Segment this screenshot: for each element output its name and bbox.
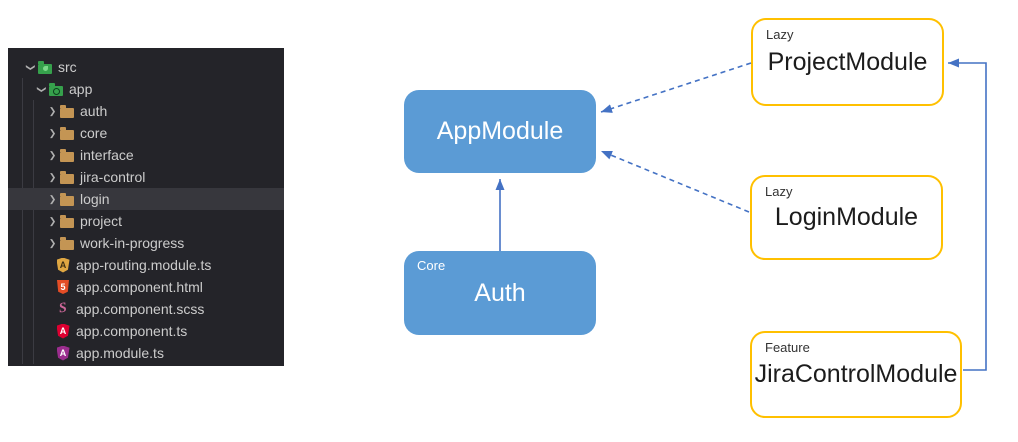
node-label: LoginModule: [774, 203, 919, 231]
node-label: AppModule: [436, 117, 564, 145]
chevron-right-icon[interactable]: [46, 194, 59, 205]
tree-item-app-component-html[interactable]: app.component.html: [8, 276, 284, 298]
sass-file-icon: [55, 301, 71, 317]
tree-item-label: work-in-progress: [80, 235, 185, 251]
folder-icon: [59, 235, 75, 251]
chevron-right-icon[interactable]: [46, 150, 59, 161]
tree-item-login[interactable]: login: [8, 188, 284, 210]
file-explorer-panel: src app auth core interface jira-control: [8, 48, 284, 366]
chevron-right-icon[interactable]: [46, 216, 59, 227]
tree-item-app-routing-module[interactable]: app-routing.module.ts: [8, 254, 284, 276]
tree-item-app[interactable]: app: [8, 78, 284, 100]
tree-item-label: app.component.html: [76, 279, 203, 295]
tree-item-interface[interactable]: interface: [8, 144, 284, 166]
chevron-down-icon[interactable]: [36, 83, 47, 96]
chevron-down-icon[interactable]: [25, 61, 36, 74]
src-folder-icon: [37, 59, 53, 75]
chevron-right-icon[interactable]: [46, 172, 59, 183]
tree-item-label: interface: [80, 147, 134, 163]
edge-jiracontrolmodule-to-projectmodule: [948, 58, 987, 371]
tree-item-project[interactable]: project: [8, 210, 284, 232]
app-folder-icon: [48, 81, 64, 97]
tree-item-core[interactable]: core: [8, 122, 284, 144]
chevron-right-icon[interactable]: [46, 238, 59, 249]
tree-item-auth[interactable]: auth: [8, 100, 284, 122]
folder-icon: [59, 103, 75, 119]
angular-routing-file-icon: [55, 257, 71, 273]
tree-item-label: auth: [80, 103, 108, 119]
tree-item-label: project: [80, 213, 123, 229]
chevron-right-icon[interactable]: [46, 106, 59, 117]
node-tag-lazy: Lazy: [765, 184, 793, 199]
diagram-node-projectmodule: Lazy ProjectModule: [751, 18, 944, 106]
indent-guide: [22, 78, 23, 364]
tree-item-app-component-scss[interactable]: app.component.scss: [8, 298, 284, 320]
diagram-node-auth: Core Auth: [404, 251, 596, 335]
tree-item-label: app-routing.module.ts: [76, 257, 212, 273]
edge-loginmodule-to-appmodule: [600, 150, 750, 213]
tree-item-label: jira-control: [80, 169, 146, 185]
tree-item-label: app.component.scss: [76, 301, 205, 317]
tree-item-label: core: [80, 125, 108, 141]
tree-item-jira-control[interactable]: jira-control: [8, 166, 284, 188]
tree-item-label: src: [58, 59, 77, 75]
tree-item-src[interactable]: src: [8, 56, 284, 78]
node-label: JiraControlModule: [754, 360, 958, 388]
folder-icon: [59, 191, 75, 207]
folder-icon: [59, 125, 75, 141]
node-tag-lazy: Lazy: [766, 27, 794, 42]
angular-module-file-icon: [55, 345, 71, 361]
node-label: ProjectModule: [767, 47, 928, 76]
node-tag-feature: Feature: [765, 340, 810, 355]
node-tag-core: Core: [417, 258, 446, 273]
node-label: Auth: [474, 278, 526, 307]
diagram-node-loginmodule: Lazy LoginModule: [750, 175, 943, 260]
diagram-node-appmodule: AppModule: [404, 90, 596, 173]
edge-projectmodule-to-appmodule: [600, 62, 752, 113]
tree-item-app-component-ts[interactable]: app.component.ts: [8, 320, 284, 342]
tree-item-label: app.module.ts: [76, 345, 164, 361]
folder-icon: [59, 147, 75, 163]
tree-item-label: login: [80, 191, 110, 207]
indent-guide: [33, 100, 34, 364]
tree-item-label: app: [69, 81, 93, 97]
folder-icon: [59, 169, 75, 185]
folder-icon: [59, 213, 75, 229]
tree-item-app-module-ts[interactable]: app.module.ts: [8, 342, 284, 364]
tree-item-work-in-progress[interactable]: work-in-progress: [8, 232, 284, 254]
angular-component-file-icon: [55, 323, 71, 339]
chevron-right-icon[interactable]: [46, 128, 59, 139]
diagram-node-jiracontrolmodule: Feature JiraControlModule: [750, 331, 962, 418]
tree-item-label: app.component.ts: [76, 323, 188, 339]
html5-file-icon: [55, 279, 71, 295]
